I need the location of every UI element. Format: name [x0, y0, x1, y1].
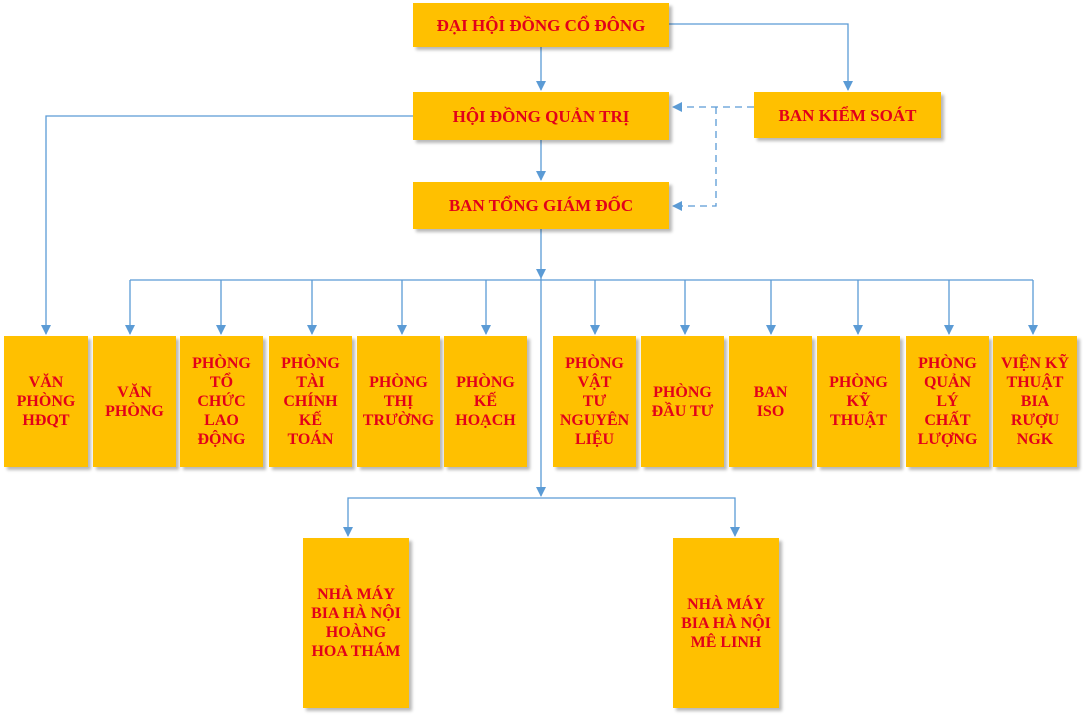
dept-label: PHÒNG QUẢN LÝ CHẤT LƯỢNG [917, 355, 978, 448]
dept-office-board: VĂN PHÒNG HĐQT [4, 336, 88, 467]
dept-label: PHÒNG VẬT TƯ NGUYÊN LIỆU [559, 355, 630, 448]
dept-personnel: PHÒNG TỔ CHỨC LAO ĐỘNG [180, 336, 263, 467]
connector-factory-left [343, 497, 541, 537]
shareholders-label: ĐẠI HỘI ĐỒNG CỔ ĐÔNG [436, 15, 646, 35]
connector-factory-right [541, 497, 740, 537]
connector-shareholders-supervisory [669, 23, 853, 91]
dept-label: PHÒNG KỸ THUẬT [829, 374, 888, 429]
dept-finance: PHÒNG TÀI CHÍNH KẾ TOÁN [269, 336, 352, 467]
connector-board-office [41, 115, 413, 335]
dept-office: VĂN PHÒNG [93, 336, 176, 467]
dept-label: PHÒNG THỊ TRƯỜNG [362, 374, 435, 429]
factory-hoang-hoa-tham: NHÀ MÁY BIA HÀ NỘI HOÀNG HOA THÁM [303, 538, 409, 708]
dept-investment: PHÒNG ĐẦU TƯ [641, 336, 724, 467]
dept-label: PHÒNG TỔ CHỨC LAO ĐỘNG [192, 355, 251, 448]
management-label: BAN TỔNG GIÁM ĐỐC [448, 196, 634, 215]
dept-technical: PHÒNG KỸ THUẬT [817, 336, 900, 467]
dept-label: PHÒNG KẾ HOẠCH [455, 374, 516, 429]
dept-market: PHÒNG THỊ TRƯỜNG [357, 336, 440, 467]
dept-label: BAN ISO [753, 383, 788, 420]
board-box: HỘI ĐỒNG QUẢN TRỊ [413, 92, 669, 140]
factory-label: NHÀ MÁY BIA HÀ NỘI HOÀNG HOA THÁM [311, 586, 401, 660]
dept-iso: BAN ISO [729, 336, 812, 467]
dept-label: PHÒNG TÀI CHÍNH KẾ TOÁN [281, 355, 340, 448]
connector-supervisory-management [672, 107, 717, 211]
dept-quality: PHÒNG QUẢN LÝ CHẤT LƯỢNG [906, 336, 989, 467]
dept-label: VĂN PHÒNG [105, 383, 164, 420]
dept-label: VĂN PHÒNG HĐQT [16, 374, 76, 429]
dept-label: PHÒNG ĐẦU TƯ [651, 383, 714, 420]
management-box: BAN TỔNG GIÁM ĐỐC [413, 182, 669, 229]
supervisory-box: BAN KIỂM SOÁT [754, 92, 941, 138]
factory-me-linh: NHÀ MÁY BIA HÀ NỘI MÊ LINH [673, 538, 779, 708]
factory-label: NHÀ MÁY BIA HÀ NỘI MÊ LINH [681, 595, 771, 651]
dept-label: VIỆN KỸ THUẬT BIA RƯỢU NGK [1000, 355, 1069, 448]
dept-materials: PHÒNG VẬT TƯ NGUYÊN LIỆU [553, 336, 636, 467]
dept-research-institute: VIỆN KỸ THUẬT BIA RƯỢU NGK [993, 336, 1077, 467]
board-label: HỘI ĐỒNG QUẢN TRỊ [452, 106, 630, 126]
shareholders-box: ĐẠI HỘI ĐỒNG CỔ ĐÔNG [413, 3, 669, 47]
supervisory-label: BAN KIỂM SOÁT [778, 105, 917, 125]
dept-planning: PHÒNG KẾ HOẠCH [444, 336, 527, 467]
